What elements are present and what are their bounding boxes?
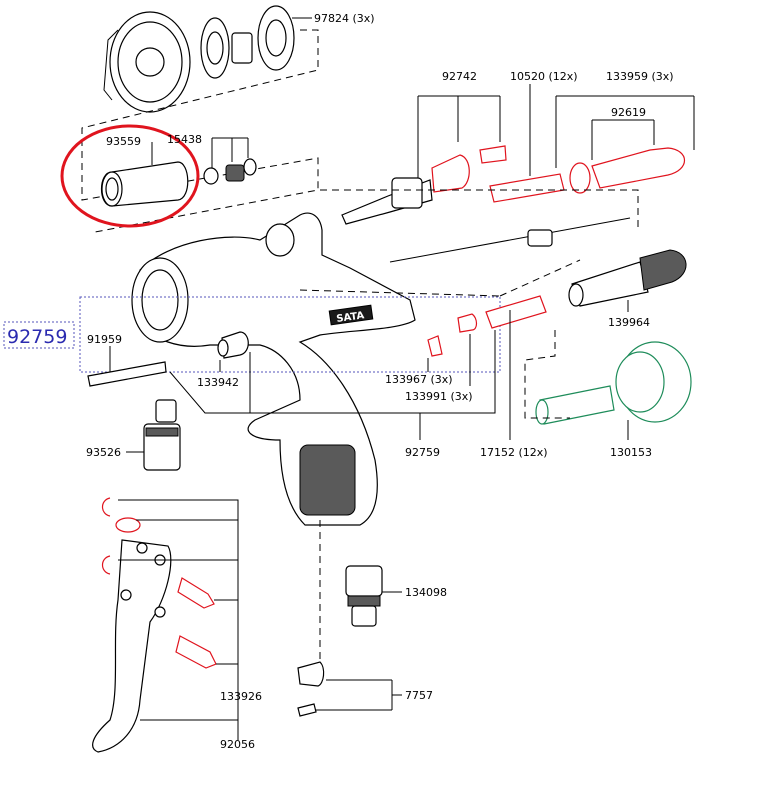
label-133959: 133959 (3x): [606, 70, 674, 83]
label-130153: 130153: [610, 446, 652, 459]
spring-17152: [485, 295, 547, 329]
nozzle-part: [257, 5, 295, 71]
label-15438: 15438: [167, 133, 202, 146]
air-inlet-93526: [143, 399, 181, 471]
red-knob-92742: [431, 145, 507, 193]
highlight-number: 92759: [7, 326, 67, 348]
label-133967: 133967 (3x): [385, 373, 453, 386]
red-caps-133959: [569, 147, 685, 194]
label-97824: 97824 (3x): [314, 12, 375, 25]
fitting-133942: [217, 331, 249, 359]
spring-10520: [489, 173, 565, 203]
label-134098: 134098: [405, 586, 447, 599]
label-7757: 7757: [405, 689, 433, 702]
adjuster-139964: [568, 249, 687, 307]
gun-body-92759: SATA: [131, 212, 416, 526]
label-133926: 133926: [220, 690, 262, 703]
clip-7757: [297, 661, 325, 687]
label-133991: 133991 (3x): [405, 390, 473, 403]
seal-133991: [457, 313, 478, 333]
highlight-tag: [3, 321, 75, 349]
highlight-circle: [60, 124, 200, 228]
clips-and-pins: [101, 497, 217, 669]
highlight-box: [79, 296, 501, 373]
sleeve-part-93559: [100, 161, 189, 207]
label-93526: 93526: [86, 446, 121, 459]
pin-91959: [87, 361, 167, 387]
air-cap-center-part: [200, 17, 253, 79]
needle-line: [389, 217, 631, 263]
label-139964: 139964: [608, 316, 650, 329]
screw-133967: [427, 335, 443, 357]
fluid-adjuster-part: [341, 177, 433, 225]
adapter-130153: [535, 341, 692, 425]
label-92742: 92742: [442, 70, 477, 83]
air-cap-ring-part: [103, 11, 191, 113]
label-92619: 92619: [611, 106, 646, 119]
label-17152: 17152 (12x): [480, 446, 548, 459]
label-133942: 133942: [197, 376, 239, 389]
label-10520: 10520 (12x): [510, 70, 578, 83]
label-91959: 91959: [87, 333, 122, 346]
screw-7757: [297, 703, 317, 717]
label-93559: 93559: [106, 135, 141, 148]
trigger-92056: [92, 539, 172, 753]
label-92759: 92759: [405, 446, 440, 459]
small-fittings-15438: [203, 158, 257, 185]
brand-badge: SATA: [336, 310, 365, 325]
fitting-134098: [345, 565, 383, 627]
needle-collar: [527, 229, 553, 247]
label-92056: 92056: [220, 738, 255, 751]
